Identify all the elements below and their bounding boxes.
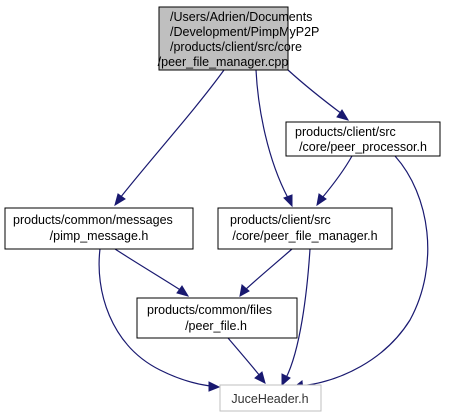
node-label-line: /pimp_message.h [50,229,149,243]
node-juce-header-h[interactable]: JuceHeader.h [219,384,322,412]
edge-root-to-peer-processor [287,69,343,115]
node-peer-processor-h[interactable]: products/client/src /core/peer_processor… [285,121,441,157]
edge-pimp-message-to-juce-header [98,248,211,387]
arrowhead [239,284,250,297]
node-box [136,297,298,339]
edge-peer-file-manager-h-to-peer-file [244,248,293,291]
arrowhead [281,373,291,387]
edge-peer-file-to-juce-header [227,337,261,377]
node-label-line: /Users/Adrien/Documents [170,10,312,24]
edge-root-to-peer-file-manager-h [255,69,289,199]
node-label-line: /peer_file.h [185,319,247,333]
edges [98,69,429,392]
node-peer-file-h[interactable]: products/common/files /peer_file.h [136,297,298,339]
node-label-line: JuceHeader.h [231,392,308,406]
node-peer-file-manager-h[interactable]: products/client/src /core/peer_file_mana… [217,207,393,250]
node-label-line: products/client/src [295,125,396,139]
node-label-line: /core/peer_processor.h [299,140,427,154]
edge-pimp-message-to-peer-file [114,248,183,292]
node-box [219,384,322,412]
arrowhead [208,381,221,392]
node-box [158,6,289,71]
edge-peer-processor-to-peer-file-manager-h [321,155,353,199]
node-peer-file-manager-cpp[interactable]: /Users/Adrien/Documents /Development/Pim… [158,6,320,71]
node-label-line: products/client/src [230,213,331,227]
node-label-line: /core/peer_file_manager.h [232,229,377,243]
edge-root-to-pimp-message [119,69,225,199]
node-box [285,121,441,157]
node-label-line: /products/client/src/core [170,40,302,54]
node-box [4,207,194,250]
arrowhead [176,285,190,297]
edge-peer-processor-to-juce-header [299,155,429,387]
arrowhead [283,194,293,208]
edge-peer-file-manager-h-to-juce-header [285,248,311,379]
node-pimp-message-h[interactable]: products/common/messages /pimp_message.h [4,207,194,250]
arrowhead [114,193,126,207]
arrowhead [336,109,350,121]
node-label-line: products/common/files [147,303,272,317]
node-label-line: /peer_file_manager.cpp [158,55,289,69]
node-label-line: /Development/PimpMyP2P [170,25,319,39]
arrowhead [254,371,266,384]
arrowhead [316,193,327,207]
node-box [217,207,393,250]
node-label-line: products/common/messages [13,213,173,227]
